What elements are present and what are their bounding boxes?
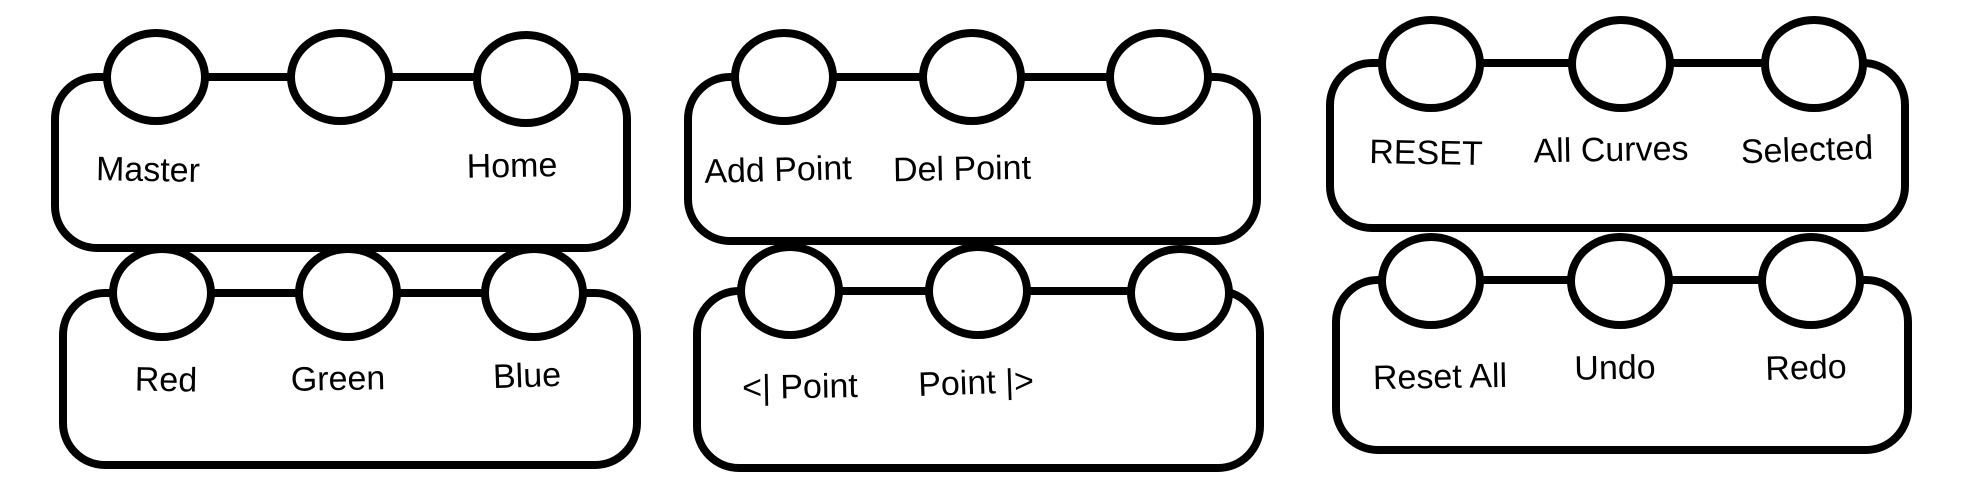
knob-blue[interactable] [481,245,587,341]
label-del-point: Del Point [892,148,1032,190]
knob-point-prev[interactable] [737,243,843,339]
knob-all-curves[interactable] [1568,16,1674,112]
knob-reset[interactable] [1378,16,1484,112]
label-master: Master [95,150,201,190]
knob-add-point[interactable] [731,29,837,125]
label-reset: RESET [1368,133,1484,173]
knob-reset-all[interactable] [1378,233,1484,329]
knob-undo[interactable] [1567,233,1673,329]
panel-point-nav: <| Point Point |> [693,243,1264,472]
panel-color-channels: Red Green Blue [59,245,641,469]
label-green: Green [290,359,386,399]
knob-master[interactable] [103,29,209,125]
knob-unlabeled-2[interactable] [1106,29,1212,125]
panel-history: Reset All Undo Redo [1332,233,1912,454]
knob-selected[interactable] [1761,16,1867,112]
knob-del-point[interactable] [919,29,1025,125]
panel-add-del-point: Add Point Del Point [684,29,1261,245]
panel-reset-scope: RESET All Curves Selected [1326,16,1909,232]
panel-master-home: Master Home [51,29,631,252]
label-selected: Selected [1740,128,1874,172]
label-redo: Redo [1764,347,1848,389]
label-blue: Blue [492,355,562,397]
knob-home[interactable] [473,31,579,127]
knob-green[interactable] [295,245,401,341]
label-point-prev: <| Point [741,366,859,408]
label-red: Red [134,360,198,400]
knob-redo[interactable] [1758,233,1864,329]
label-undo: Undo [1574,348,1656,388]
knob-unlabeled-1[interactable] [287,29,393,125]
knob-point-next[interactable] [925,243,1031,339]
label-all-curves: All Curves [1533,129,1689,171]
label-point-next: Point |> [917,361,1035,405]
label-home: Home [466,146,558,186]
label-add-point: Add Point [703,149,853,191]
knob-red[interactable] [109,245,215,341]
label-reset-all: Reset All [1372,356,1508,398]
knob-unlabeled-3[interactable] [1127,245,1233,341]
